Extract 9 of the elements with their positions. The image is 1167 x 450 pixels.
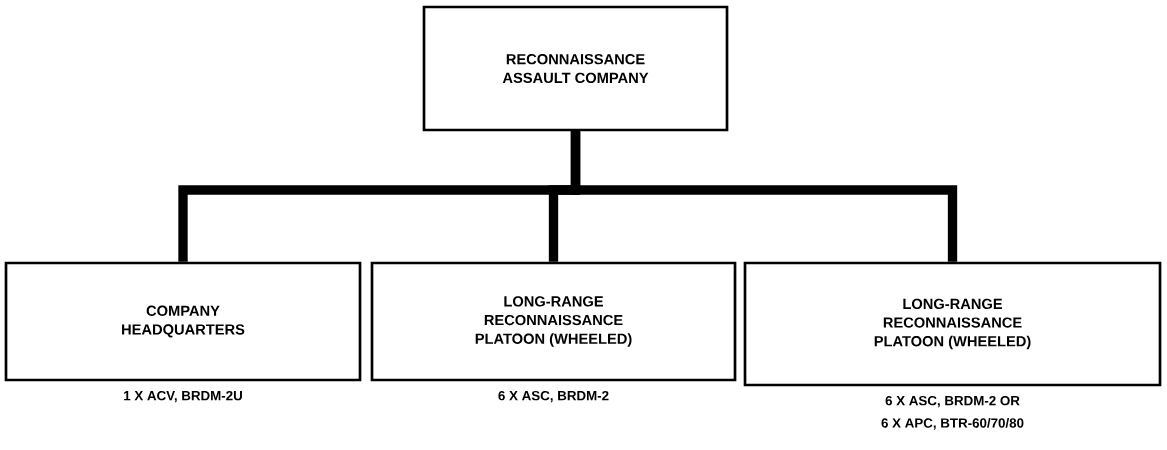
- vehicle-caption: 6 X APC, BTR-60/70/80: [881, 417, 1024, 430]
- vehicle-caption: 1 X ACV, BRDM-2U: [124, 390, 242, 403]
- vehicle-caption: 6 X ASC, BRDM-2: [498, 390, 609, 403]
- connector-line: [570, 131, 958, 262]
- org-box: LONG-RANGE RECONNAISSANCE PLATOON (WHEELED): [743, 261, 1162, 387]
- org-box: COMPANY HEADQUARTERS: [4, 261, 362, 382]
- org-box: LONG-RANGE RECONNAISSANCE PLATOON (WHEELED): [370, 261, 737, 382]
- org-box: RECONNAISSANCE ASSAULT COMPANY: [422, 5, 729, 132]
- vehicle-caption: 6 X ASC, BRDM-2 OR: [885, 395, 1020, 408]
